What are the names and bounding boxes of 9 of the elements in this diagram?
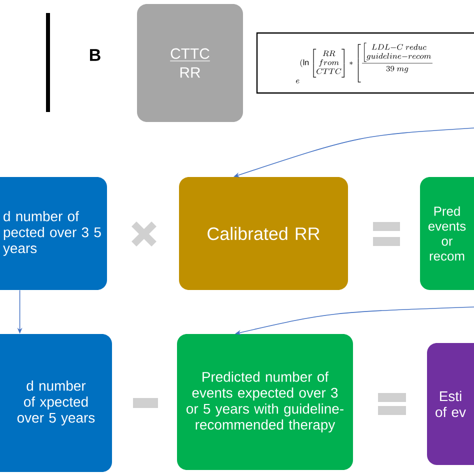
process-box: Predicted number of events expected over 3 or 5 years with guideline-recommended therapy	[177, 334, 353, 470]
formula-box: $e^{\displaystyle(\ln\begin{bmatrix}RR\\ from\\ CTTC\end{bmatrix}*\left[\frac{\left[\begin{matrix}LDL{-}C\ reduc\\ guideline{-}recom\end{matrix}\right.}{39\ mg}\right.}$	[256, 32, 474, 94]
process-box: d number of pected over 3 5 years	[0, 177, 107, 290]
rr-box: CTTC RR	[137, 4, 243, 122]
process-box: Esti of ev	[427, 343, 474, 465]
process-box: d number of xpected over 5 years	[0, 334, 112, 472]
panel-letter: B	[90, 49, 100, 61]
process-box: Calibrated RR	[179, 177, 348, 290]
process-box: Pred events or recom	[420, 177, 474, 290]
